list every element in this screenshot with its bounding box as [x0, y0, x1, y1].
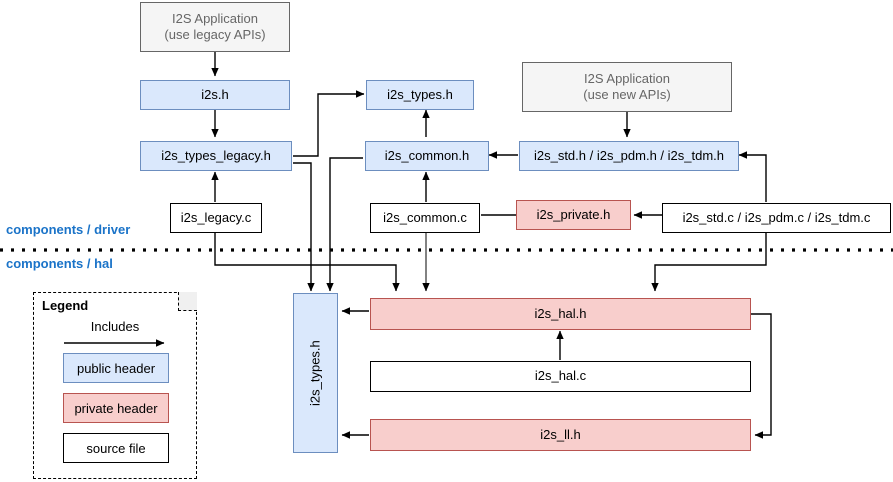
app-legacy-line2: (use legacy APIs) [164, 27, 266, 42]
legend-source-file: source file [63, 433, 169, 463]
node-i2s-types-legacy-h[interactable]: i2s_types_legacy.h [140, 141, 292, 171]
app-new-line1: I2S Application [583, 70, 670, 86]
legend-title: Legend [42, 298, 89, 313]
legend-private-header: private header [63, 393, 169, 423]
legend-includes-arrow [64, 339, 165, 347]
node-i2s-application-new[interactable]: I2S Application (use new APIs) [522, 62, 732, 112]
app-legacy-line1: I2S Application [171, 10, 258, 26]
node-i2s-h[interactable]: i2s.h [140, 80, 290, 110]
node-i2s-private-h[interactable]: i2s_private.h [516, 200, 631, 230]
node-i2s-hal-h[interactable]: i2s_hal.h [370, 298, 751, 330]
zone-label-driver: components / driver [6, 222, 131, 237]
legend-fold-corner [178, 292, 197, 311]
node-i2s-legacy-c[interactable]: i2s_legacy.c [170, 203, 262, 233]
app-new-line2: (use new APIs) [583, 87, 671, 102]
node-i2s-common-c[interactable]: i2s_common.c [370, 203, 480, 233]
node-i2s-types-h-hal[interactable]: i2s_types.h [293, 293, 338, 453]
node-i2s-std-pdm-tdm-h[interactable]: i2s_std.h / i2s_pdm.h / i2s_tdm.h [519, 141, 739, 171]
node-i2s-hal-c[interactable]: i2s_hal.c [370, 361, 751, 392]
node-i2s-types-h-top[interactable]: i2s_types.h [366, 80, 474, 110]
node-i2s-application-legacy[interactable]: I2S Application (use legacy APIs) [140, 2, 290, 52]
legend-public-header: public header [63, 353, 169, 383]
node-i2s-std-pdm-tdm-c[interactable]: i2s_std.c / i2s_pdm.c / i2s_tdm.c [662, 203, 891, 233]
zone-label-hal: components / hal [6, 256, 113, 271]
legend-includes-label: Includes [90, 319, 140, 334]
node-i2s-ll-h[interactable]: i2s_ll.h [370, 419, 751, 451]
node-i2s-common-h[interactable]: i2s_common.h [365, 141, 489, 171]
legend-panel: Legend Includes public header private he… [33, 292, 197, 479]
zone-divider [0, 248, 893, 252]
